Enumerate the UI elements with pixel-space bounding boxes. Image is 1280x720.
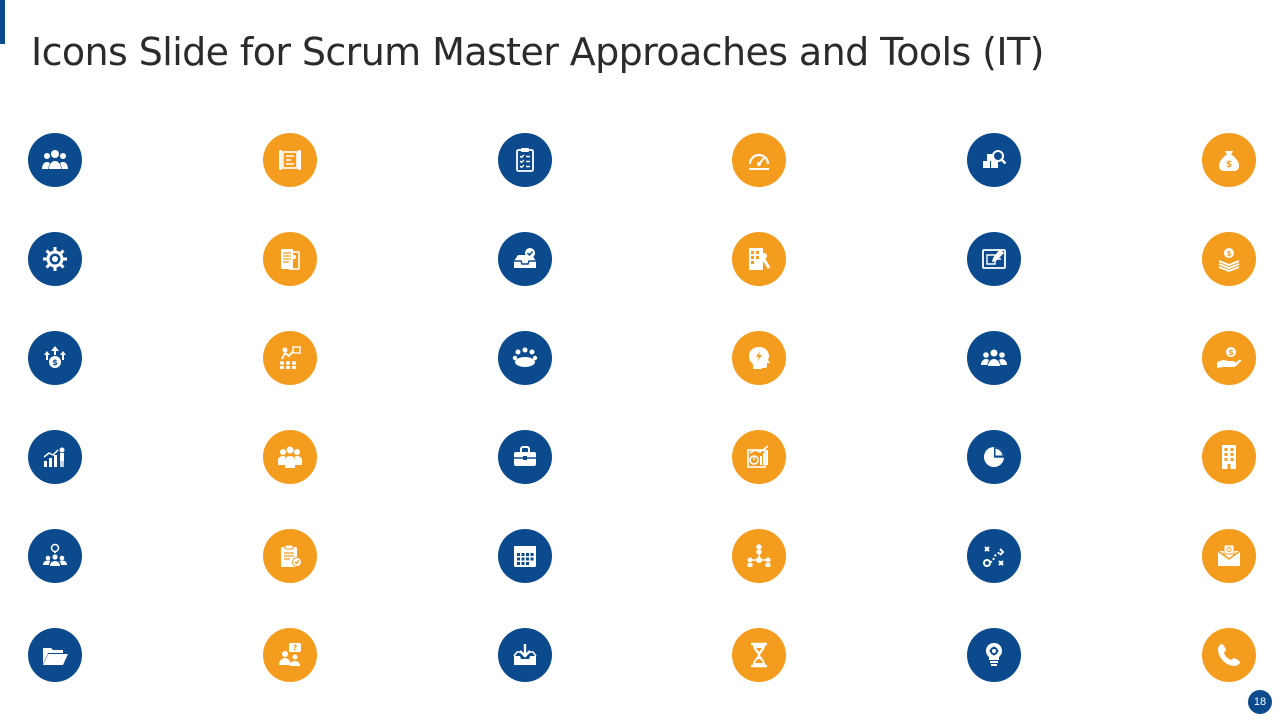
idea-team-icon [28,529,82,583]
accent-bar [0,0,5,44]
calendar-icon [498,529,552,583]
meeting-table-icon [498,331,552,385]
lightbulb-gear-icon [967,628,1021,682]
clipboard-check-icon [263,529,317,583]
svg-text:?: ? [293,644,298,653]
page-number-badge: 18 [1248,690,1272,714]
product-search-icon [967,133,1021,187]
speed-gauge-icon [732,133,786,187]
svg-text:$: $ [1228,348,1234,357]
money-bag-icon: $ [1202,133,1256,187]
pie-chart-icon [967,430,1021,484]
svg-text:$: $ [1227,250,1232,258]
growth-chart-person-icon [28,430,82,484]
analytics-report-icon [732,430,786,484]
hourglass-icon [732,628,786,682]
download-tray-icon [498,628,552,682]
svg-text:$: $ [52,358,58,367]
dollar-hand-icon: $ [1202,331,1256,385]
phone-icon [1202,628,1256,682]
coin-stack-icon: $ [1202,232,1256,286]
email-envelope-icon [1202,529,1256,583]
blueprint-plan-icon [967,232,1021,286]
briefcase-icon [498,430,552,484]
network-team-icon [732,529,786,583]
building-tools-icon [732,232,786,286]
blueprint-scroll-icon [263,133,317,187]
growth-dollar-icon: $ [28,331,82,385]
idea-head-icon [732,331,786,385]
team-icon [28,133,82,187]
svg-text:$: $ [1226,160,1232,170]
presentation-audience-icon [263,331,317,385]
document-files-icon [263,232,317,286]
inbox-check-icon [498,232,552,286]
group-icon [967,331,1021,385]
gear-refresh-icon [28,232,82,286]
folder-open-icon [28,628,82,682]
checklist-clipboard-icon [498,133,552,187]
question-person-icon: ? [263,628,317,682]
page-title: Icons Slide for Scrum Master Approaches … [31,30,1044,74]
office-building-icon [1202,430,1256,484]
strategy-plan-icon [967,529,1021,583]
group-people-icon [263,430,317,484]
